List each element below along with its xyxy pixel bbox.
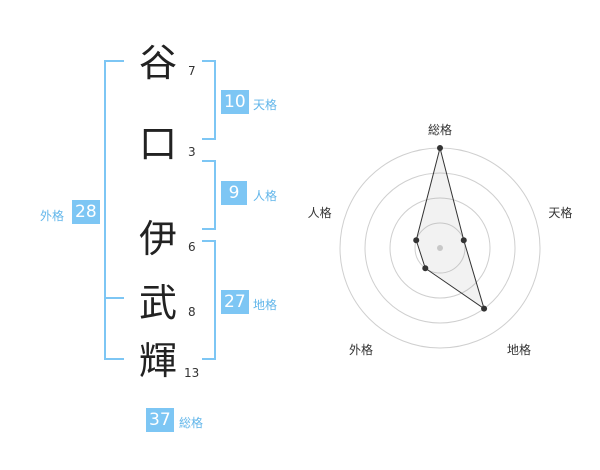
name-char-2: 口: [138, 122, 177, 166]
radar-point-4: [422, 265, 429, 272]
soukaku-label: 総格: [179, 416, 204, 430]
radar-axis-label-3: 地格: [507, 342, 531, 357]
radar-ring-2: [389, 197, 491, 299]
gaikaku-label: 外格: [40, 209, 65, 223]
name-char-4: 武: [138, 281, 177, 325]
radar-axis-label-5: 人格: [308, 205, 332, 220]
gaikaku-mid-tick: [104, 297, 124, 299]
chikaku-bracket: [202, 240, 216, 360]
jinkaku-value: 9: [221, 181, 247, 205]
radar-point-3: [481, 305, 488, 312]
radar-series-polygon: [415, 147, 485, 310]
radar-point-5: [413, 237, 420, 244]
gaikaku-value: 28: [72, 200, 100, 224]
gaikaku-bracket: [104, 60, 124, 360]
radar-point-2: [460, 237, 467, 244]
stroke-count-2: 3: [188, 145, 196, 159]
radar-point-1: [437, 145, 443, 151]
name-char-1: 谷: [138, 41, 177, 85]
radar-ring-1: [414, 222, 466, 274]
chikaku-label: 地格: [253, 298, 278, 312]
stroke-count-1: 7: [188, 64, 196, 78]
soukaku-value: 37: [146, 408, 174, 432]
tenkaku-bracket: [202, 60, 216, 140]
radar-axis-label-2: 天格: [548, 205, 572, 220]
stroke-count-5: 13: [184, 366, 200, 380]
radar-axis-label-4: 外格: [349, 342, 373, 357]
jinkaku-label: 人格: [253, 189, 278, 203]
name-char-3: 伊: [138, 217, 177, 261]
name-char-5: 輝: [138, 339, 177, 383]
radar-ring-3: [364, 172, 516, 324]
radar-axis-label-1: 総格: [428, 122, 452, 137]
tenkaku-value: 10: [221, 90, 249, 114]
jinkaku-bracket: [202, 160, 216, 230]
radar-center: [437, 245, 443, 251]
stroke-count-4: 8: [188, 305, 196, 319]
stroke-count-3: 6: [188, 240, 196, 254]
chikaku-value: 27: [221, 290, 249, 314]
tenkaku-label: 天格: [253, 98, 278, 112]
